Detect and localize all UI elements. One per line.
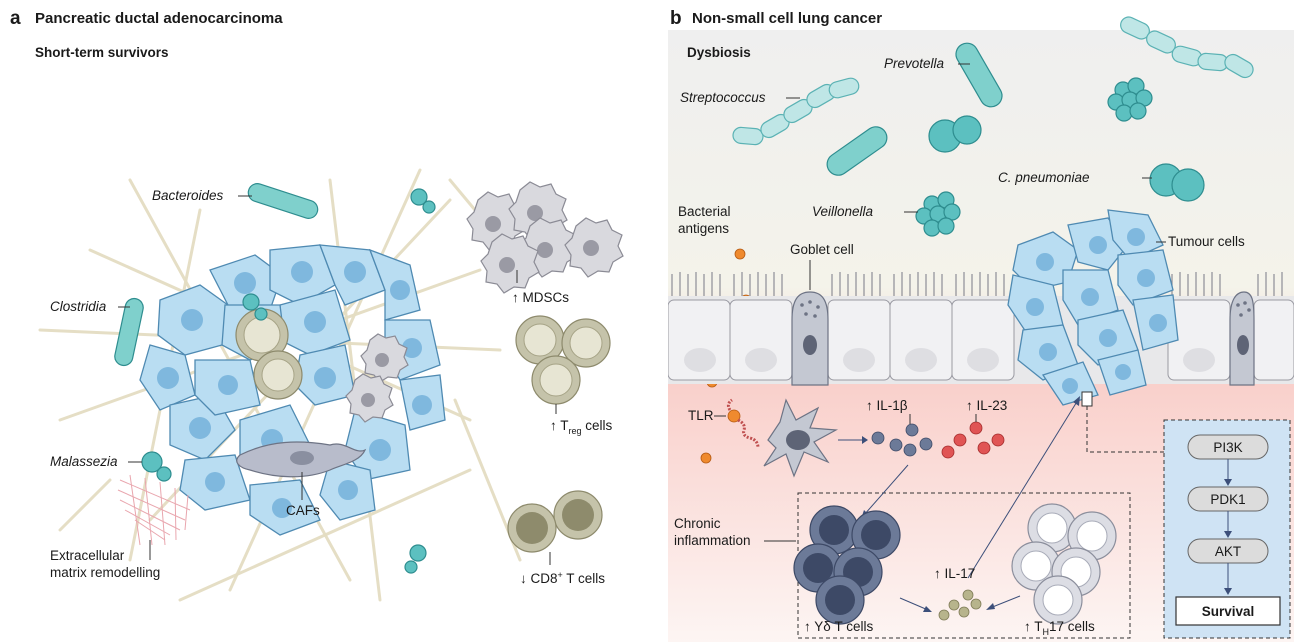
pathway-arrow-head-2 [1224,588,1232,595]
panel-a-illustration: a Pancreatic ductal adenocarcinoma Short… [10,8,624,602]
yeast-cells [141,188,436,574]
pathway-step-akt: AKT [1187,538,1269,564]
panel-a-subtitle: Short-term survivors [35,45,169,60]
cytokine-to-gd-arrow [863,464,909,516]
cafs-label: CAFs [286,503,320,518]
dendritic-cell [763,398,839,478]
th17-cells-label: ↑ TH17 cells [1024,619,1095,637]
pathway-arrow-head-1 [1224,531,1232,538]
goblet-label: Goblet cell [790,242,854,257]
th17-cell-cluster [1011,503,1117,625]
dc-arrow-head [862,436,868,444]
il17-arrow-head [1073,396,1080,406]
tlr-label: TLR [688,408,714,423]
pathway-label-2: AKT [1215,544,1241,559]
gd-to-il17-arrow [899,597,929,611]
clostridia-label: Clostridia [50,299,107,314]
treg-cluster [515,315,611,405]
treg-label: ↑ Treg cells [550,418,613,436]
chronic-inflammation-line1: Chronic [674,516,721,531]
pathway-label-1: PDK1 [1210,492,1245,507]
chronic-inflammation-line2: inflammation [674,533,751,548]
streptococcus-label: Streptococcus [680,90,766,105]
bacterial-antigens-label-line1: Bacterial [678,204,731,219]
survival-label: Survival [1202,604,1255,619]
ecm-mesh [117,474,191,546]
pathway-step-pdk1: PDK1 [1187,486,1269,512]
bacteroides-label: Bacteroides [152,188,224,203]
cd8-label: ↓ CD8+ T cells [520,570,605,586]
il17-label: ↑ IL-17 [934,566,975,581]
zoom-connector [1086,406,1164,453]
tlr-receptor [726,398,760,449]
panel-a-title: Pancreatic ductal adenocarcinoma [35,10,283,27]
dysbiosis-label: Dysbiosis [687,45,751,60]
grape-cluster-top [1107,77,1153,122]
panel-b-letter: b [670,8,682,29]
prevotella-label: Prevotella [884,56,945,71]
il1b-label: ↑ IL-1β [866,398,908,413]
prevotella-rod [955,42,1003,108]
rod-bacterium [826,126,888,176]
diplococcus-mid [928,115,982,153]
c-pneumoniae-diplococcus [1149,163,1205,202]
il17-molecules [938,589,982,621]
pathway-label-0: PI3K [1213,440,1242,455]
goblet-cell [791,291,829,386]
clostridia-rod [114,297,144,367]
panel-b-illustration: b Non-small cell lung cancer Dysbiosis P… [668,8,1294,642]
panel-b-title: Non-small cell lung cancer [692,10,882,27]
th17-to-il17-arrow [989,595,1021,609]
il23-label: ↑ IL-23 [966,398,1007,413]
veillonella-label: Veillonella [812,204,874,219]
pathway-survival: Survival [1175,596,1281,626]
tumour-label: Tumour cells [1168,234,1245,249]
mdsc-cluster [466,181,624,294]
pathway-step-pi3k: PI3K [1187,434,1269,460]
caf-cell [236,441,367,478]
ecm-label-line1: Extracellular [50,548,125,563]
il23-molecules [941,421,1005,459]
c-pneumoniae-label: C. pneumoniae [998,170,1090,185]
veillonella-cluster [915,191,961,237]
mdscs-label: ↑ MDSCs [512,290,569,305]
pathway-arrow-head-0 [1224,479,1232,486]
bacteroides-rod [247,183,319,219]
gd-t-cell-cluster [793,505,901,625]
epithelial-layer [668,272,1294,386]
embedded-mdscs [345,333,409,423]
streptococcus-chain [732,77,860,146]
gd-arrow-head [923,606,932,612]
il1b-molecules [871,423,933,457]
tumour-cell-cluster-b [1007,209,1179,406]
panel-a-letter: a [10,8,21,29]
ecm-label-line2: matrix remodelling [50,565,160,580]
panel-b-nsclc: b Non-small cell lung cancer Dysbiosis P… [668,0,1294,642]
malassezia-label: Malassezia [50,454,118,469]
panel-a-pdac: a Pancreatic ductal adenocarcinoma Short… [10,8,624,602]
il17-to-tumour-arrow [967,399,1079,579]
bacterial-antigens-label-line2: antigens [678,221,729,236]
goblet-cell-right [1229,291,1255,386]
gd-t-cells-label: ↑ Yδ T cells [804,619,874,634]
th17-arrow-head [986,603,995,610]
strep-chain-top [1120,16,1254,79]
cd8-cluster [507,490,603,553]
tumour-zoom-marker [1081,391,1093,407]
